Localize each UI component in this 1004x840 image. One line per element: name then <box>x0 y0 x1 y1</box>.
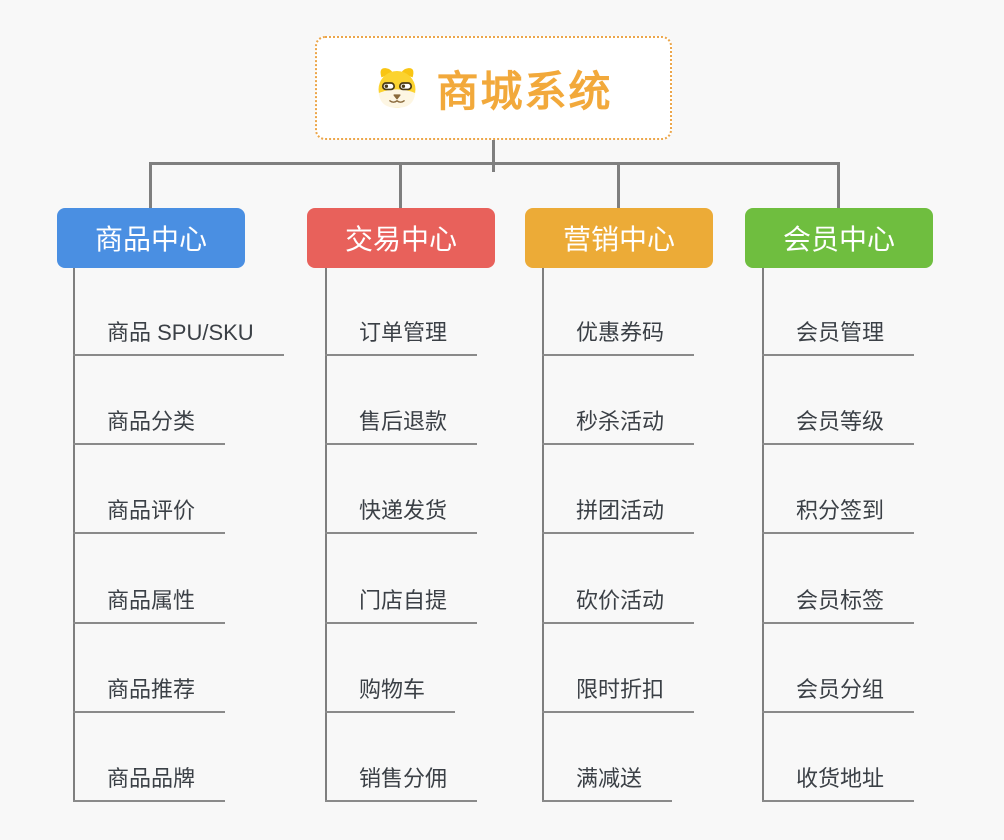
child-node[interactable]: 优惠券码 <box>542 320 695 356</box>
child-node[interactable]: 商品推荐 <box>73 677 226 713</box>
connector-bus <box>149 162 840 165</box>
child-node[interactable]: 限时折扣 <box>542 677 695 713</box>
root-title: 商城系统 <box>436 67 613 115</box>
connector-root-stem <box>492 140 495 172</box>
child-node[interactable]: 销售分佣 <box>325 766 478 802</box>
child-node[interactable]: 门店自提 <box>325 588 478 624</box>
branch-header-member-center[interactable]: 会员中心 <box>745 208 933 268</box>
child-node[interactable]: 秒杀活动 <box>542 409 695 445</box>
branch-children-product-center: 商品 SPU/SKU 商品分类 商品评价 商品属性 商品推荐 商品品牌 <box>73 268 284 802</box>
child-node[interactable]: 会员管理 <box>762 320 915 356</box>
connector-drop-product <box>149 163 152 208</box>
connector-drop-member <box>837 163 840 208</box>
child-node[interactable]: 收货地址 <box>762 766 915 802</box>
child-node[interactable]: 商品评价 <box>73 498 226 534</box>
child-node[interactable]: 砍价活动 <box>542 588 695 624</box>
child-node[interactable]: 会员等级 <box>762 409 915 445</box>
branch-header-trade-center[interactable]: 交易中心 <box>307 208 495 268</box>
branch-children-marketing-center: 优惠券码 秒杀活动 拼团活动 砍价活动 限时折扣 满减送 <box>542 268 695 802</box>
child-node[interactable]: 商品属性 <box>73 588 226 624</box>
child-node[interactable]: 商品品牌 <box>73 766 226 802</box>
connector-drop-trade <box>399 163 402 208</box>
child-node[interactable]: 订单管理 <box>325 320 478 356</box>
connector-drop-marketing <box>617 163 620 208</box>
child-node[interactable]: 积分签到 <box>762 498 915 534</box>
branch-children-member-center: 会员管理 会员等级 积分签到 会员标签 会员分组 收货地址 <box>762 268 915 802</box>
branch-header-marketing-center[interactable]: 营销中心 <box>525 208 713 268</box>
branch-children-trade-center: 订单管理 售后退款 快递发货 门店自提 购物车 销售分佣 <box>325 268 478 802</box>
child-node[interactable]: 满减送 <box>542 766 673 802</box>
child-node[interactable]: 快递发货 <box>325 498 478 534</box>
child-node[interactable]: 会员标签 <box>762 588 915 624</box>
child-node[interactable]: 商品 SPU/SKU <box>73 320 284 356</box>
branch-header-product-center[interactable]: 商品中心 <box>57 208 245 268</box>
shiba-dog-icon <box>379 68 416 108</box>
child-node[interactable]: 购物车 <box>325 677 456 713</box>
root-node[interactable]: 商城系统 <box>315 36 672 140</box>
child-node[interactable]: 拼团活动 <box>542 498 695 534</box>
child-node[interactable]: 会员分组 <box>762 677 915 713</box>
child-node[interactable]: 售后退款 <box>325 409 478 445</box>
child-node[interactable]: 商品分类 <box>73 409 226 445</box>
